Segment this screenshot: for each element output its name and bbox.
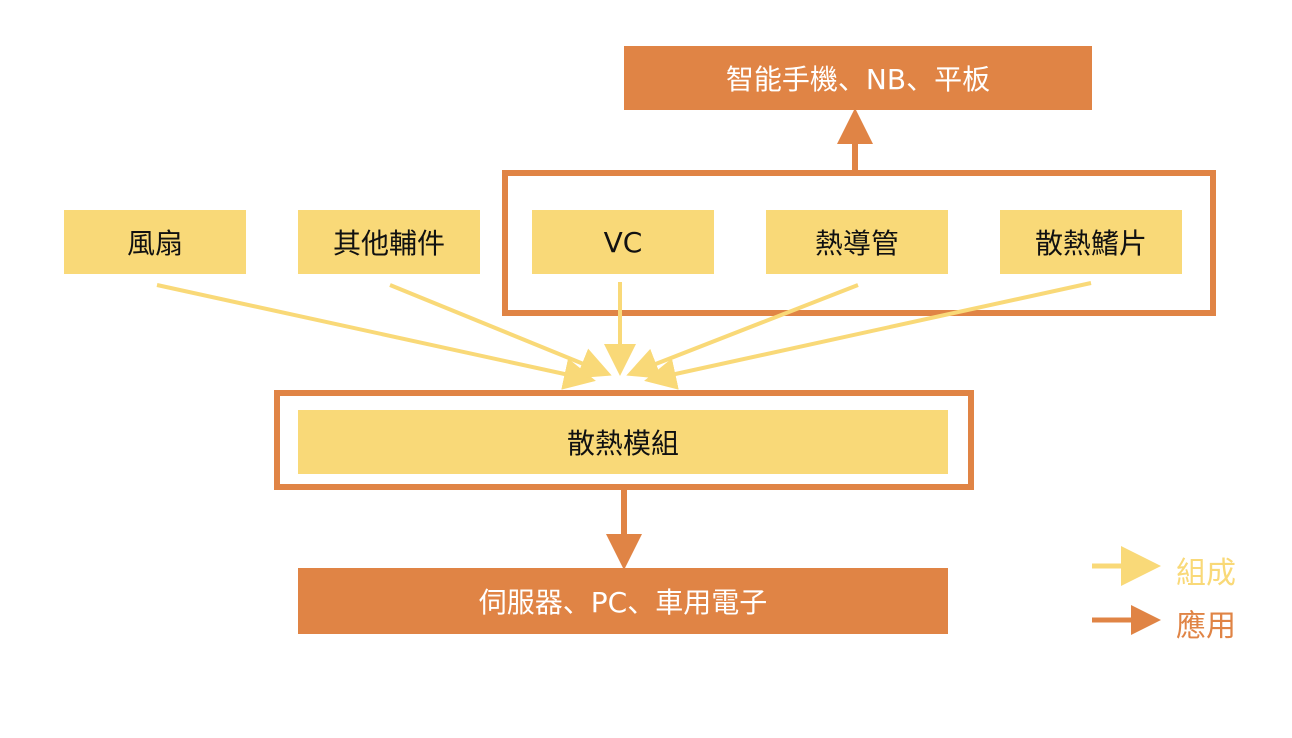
component-other-accessories: 其他輔件 xyxy=(298,210,480,274)
thermal-module-box: 散熱模組 xyxy=(298,410,948,474)
top-application-box: 智能手機、NB、平板 xyxy=(624,46,1092,110)
module-frame xyxy=(274,390,974,490)
arrow-fan-to-module xyxy=(156,283,596,390)
arrow-other-to-module xyxy=(389,283,612,379)
component-group-frame xyxy=(502,170,1216,316)
legend-compose-label: 組成 xyxy=(1176,556,1236,591)
component-heat-sink-fin: 散熱鰭片 xyxy=(1000,210,1182,274)
bottom-application-box: 伺服器、PC、車用電子 xyxy=(298,568,948,634)
component-fan: 風扇 xyxy=(64,210,246,274)
component-vc: VC xyxy=(532,210,714,274)
arrow-fin-to-module xyxy=(644,281,1092,390)
component-heat-pipe: 熱導管 xyxy=(766,210,948,274)
legend-apply-label: 應用 xyxy=(1176,609,1236,644)
